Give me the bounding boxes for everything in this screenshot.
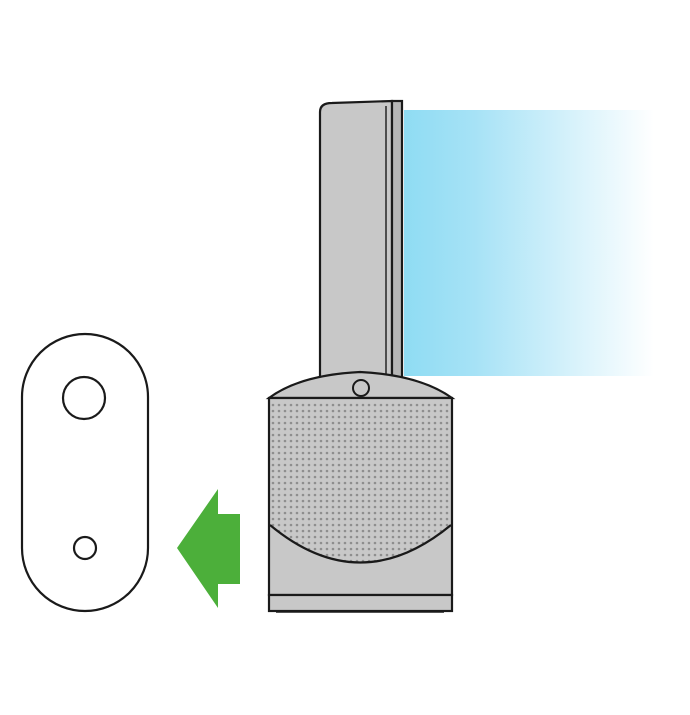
airflow bbox=[404, 110, 654, 376]
arrow-left-icon bbox=[177, 489, 240, 608]
remote-control-icon bbox=[20, 332, 150, 613]
remote-body bbox=[20, 332, 150, 613]
fan-column-edge bbox=[390, 99, 404, 382]
remote-power-button bbox=[61, 375, 107, 421]
remote-small-button bbox=[72, 535, 98, 561]
fan-foot bbox=[267, 593, 454, 613]
sensor-button bbox=[352, 379, 370, 397]
fan-column bbox=[318, 99, 394, 382]
tower-fan-purifier-icon bbox=[265, 99, 456, 613]
base-curve bbox=[269, 524, 452, 564]
filter-grille bbox=[270, 402, 451, 563]
